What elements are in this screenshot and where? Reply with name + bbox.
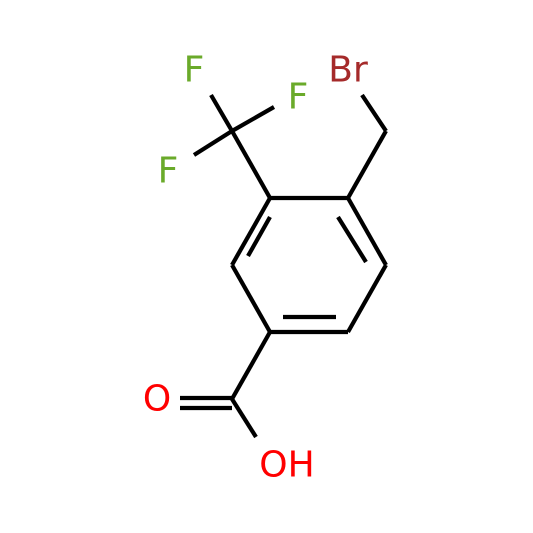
bond-ring-to-cf3-carbon xyxy=(230,129,272,200)
ring-inner-bond-c1-c2 xyxy=(246,215,272,258)
ring-bond-c5-c6 xyxy=(346,196,388,267)
ring-inner-bond-c5-c6 xyxy=(336,215,368,264)
carboxylic-acid-group xyxy=(180,330,272,439)
bond-c-f1 xyxy=(209,93,234,133)
ring-bond-c1-c2 xyxy=(230,196,272,267)
atom-label-carbonyl-oxygen: O xyxy=(143,379,171,420)
atom-label-fluorine-right: F xyxy=(288,77,309,118)
atom-label-fluorine-top: F xyxy=(184,50,205,91)
benzene-ring xyxy=(230,195,388,335)
ring-bond-c2-c3 xyxy=(230,263,272,334)
bond-c-oh xyxy=(230,397,258,439)
bond-ch2-br xyxy=(360,93,388,133)
bond-c-f2 xyxy=(230,105,276,133)
trifluoromethyl-group xyxy=(192,93,276,200)
atom-label-hydroxyl: OH xyxy=(259,445,314,486)
ring-bond-c4-c5 xyxy=(346,263,388,334)
atom-label-bromine: Br xyxy=(328,50,368,91)
atom-label-fluorine-left: F xyxy=(158,151,179,192)
bond-ring-to-ch2 xyxy=(346,129,388,200)
bond-c-f3 xyxy=(192,129,234,157)
bromomethyl-group xyxy=(346,93,388,200)
bond-ring-to-carboxyl-carbon xyxy=(230,330,272,401)
